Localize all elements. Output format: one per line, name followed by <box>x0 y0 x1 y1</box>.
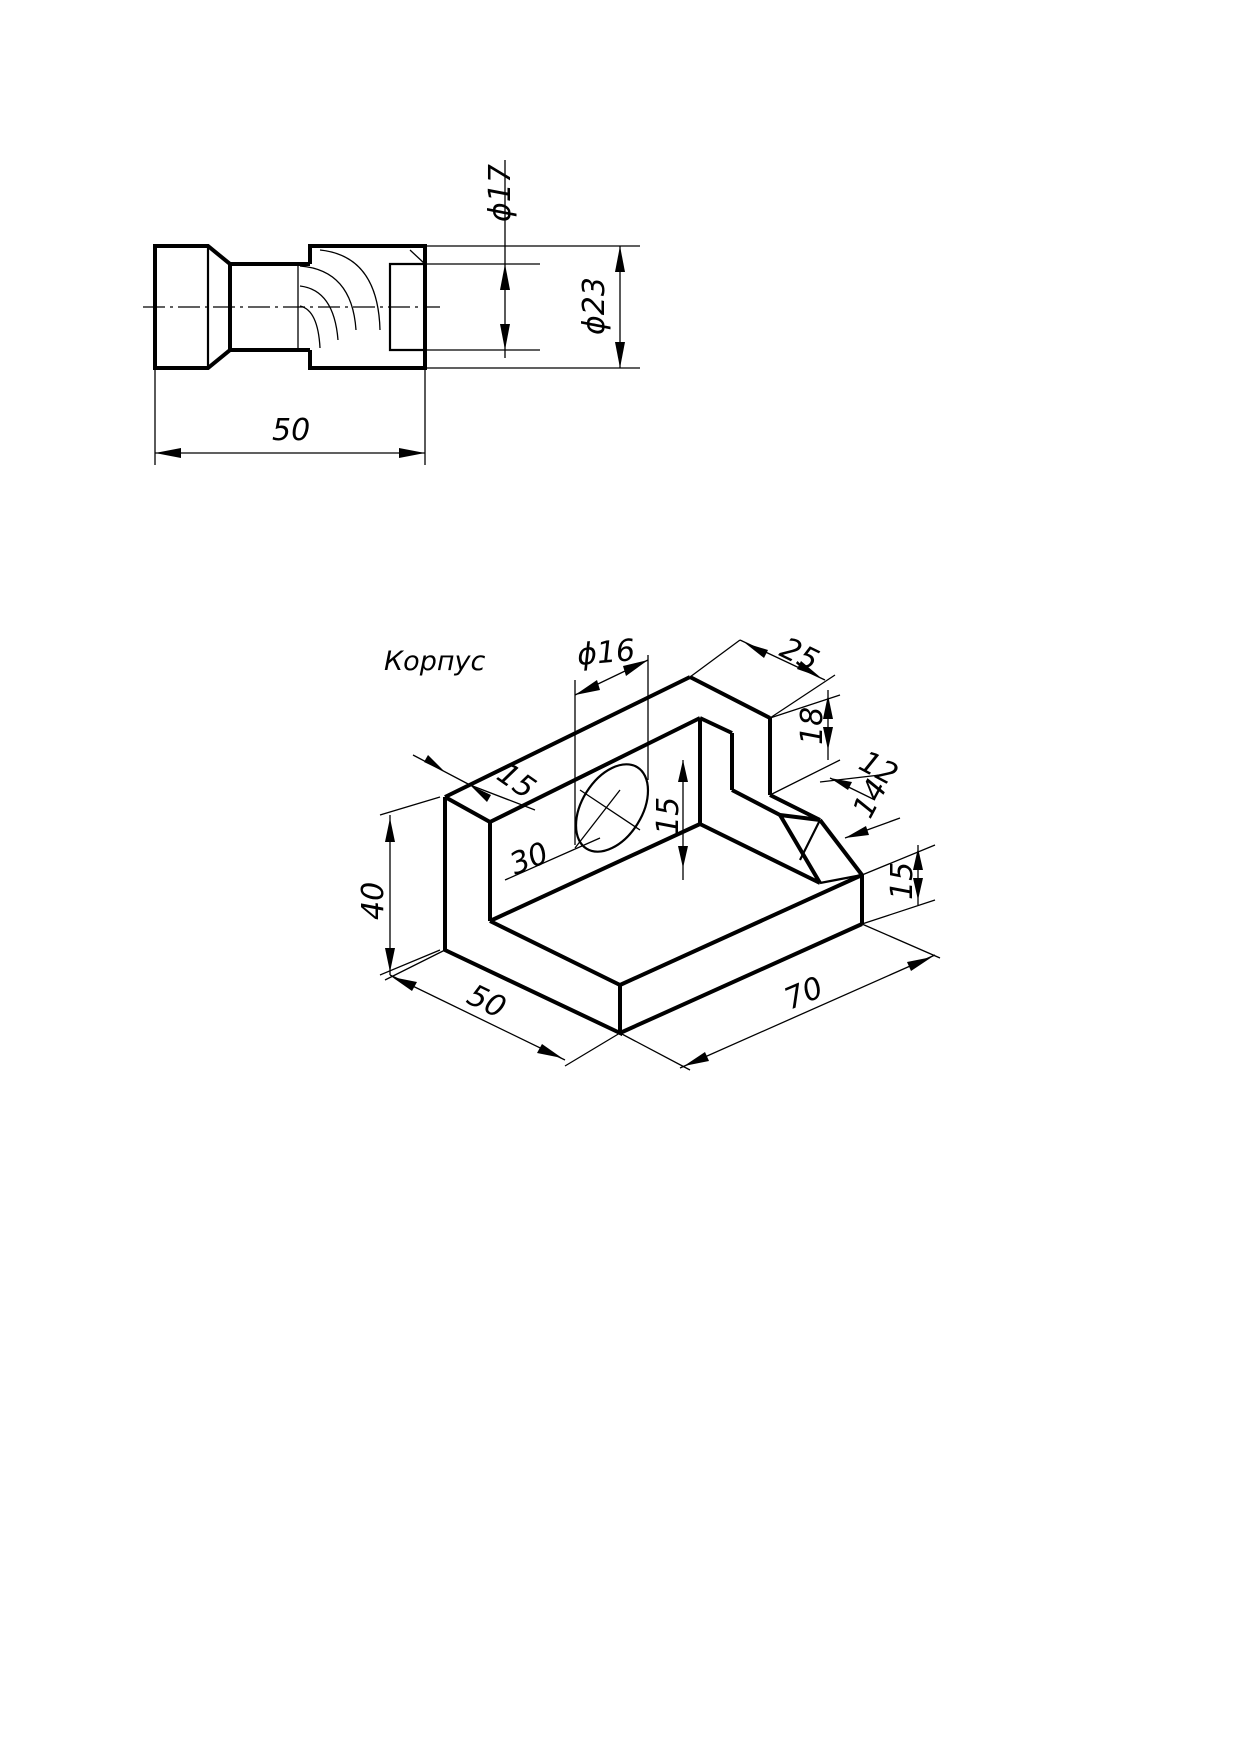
isometric-view: Корпус <box>356 631 941 1071</box>
dim-depth: 50 <box>461 978 511 1026</box>
dim-hole-height: 15 <box>651 797 686 835</box>
section-arcs <box>299 249 426 349</box>
part-outline <box>443 675 864 1037</box>
dim-base-height: 15 <box>885 862 920 900</box>
dim-length-70: 70 <box>779 970 828 1017</box>
hole-ellipse <box>574 763 650 853</box>
dim-top-width: 25 <box>774 631 824 679</box>
dim-diameter-large: ϕ23 <box>577 277 612 335</box>
dim-hole-offset: 30 <box>505 836 554 883</box>
drawing-title: Корпус <box>384 646 485 677</box>
dim-step-height: 18 <box>795 707 830 745</box>
dim-hole-diameter: ϕ16 <box>576 633 637 673</box>
dim-total-height: 40 <box>356 882 391 920</box>
orthographic-view: ϕ17 ϕ23 50 <box>143 160 640 465</box>
dim-length: 50 <box>272 413 310 448</box>
dim-diameter-small: ϕ17 <box>483 164 518 222</box>
